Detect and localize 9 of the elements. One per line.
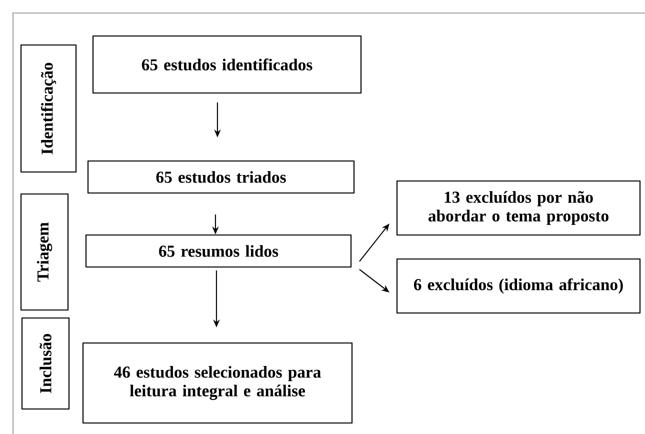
process-box: 65 resumos lidos xyxy=(85,234,352,268)
process-box: 13 excluídos por não abordar o tema proposto xyxy=(396,180,641,236)
process-box: 6 excluídos (idioma africano) xyxy=(396,258,641,314)
stage-label-box: Identificação xyxy=(20,44,77,173)
process-box: 65 estudos identificados xyxy=(92,35,362,94)
process-box: 46 estudos selecionados para leitura integral e análise xyxy=(82,342,353,424)
process-box: 65 estudos triados xyxy=(87,160,355,194)
stage-label-box: Inclusão xyxy=(21,317,70,410)
stage-label-box: Triagem xyxy=(20,193,69,311)
